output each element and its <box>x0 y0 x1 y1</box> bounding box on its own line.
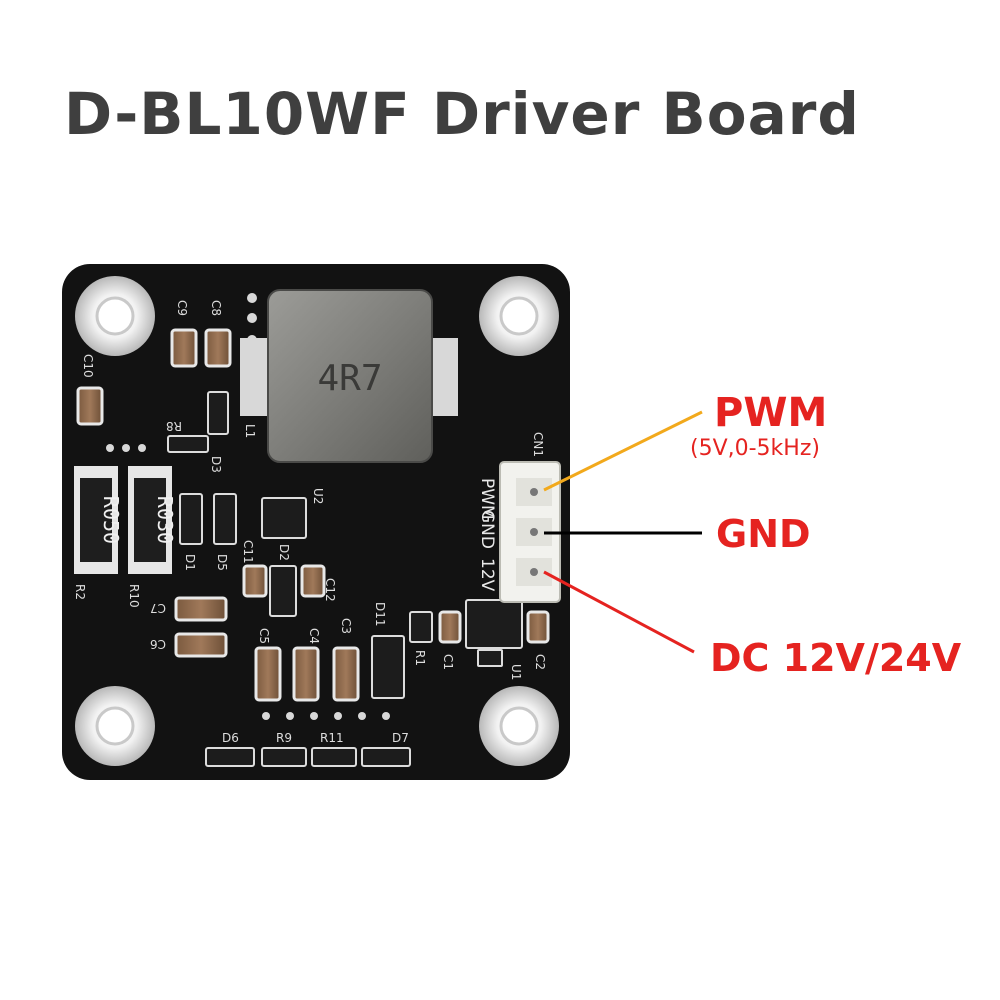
silkscreen-label: C5 <box>257 628 271 644</box>
mounting-holes <box>75 276 559 766</box>
silkscreen-label: D7 <box>392 731 409 745</box>
silkscreen-label: C10 <box>81 354 95 378</box>
silkscreen-label: C12 <box>323 578 337 602</box>
connector-cn1: PWM GND 12V <box>477 461 561 603</box>
r2-marking: R050 <box>99 496 123 544</box>
silkscreen-label: R2 <box>73 584 87 600</box>
silkscreen-label: C8 <box>209 300 223 316</box>
inductor-marking: 4R7 <box>317 358 382 399</box>
silkscreen-label: D1 <box>183 554 197 571</box>
silkscreen-label: U1 <box>509 664 523 680</box>
silkscreen-label: R8 <box>166 419 182 433</box>
silkscreen-label: D2 <box>277 544 291 561</box>
silkscreen-label: R1 <box>413 650 427 666</box>
silkscreen-label: C3 <box>339 618 353 634</box>
silkscreen-label: D5 <box>215 554 229 571</box>
dc-input-label: DC 12V/24V <box>710 636 962 680</box>
inductor-l1: 4R7 <box>240 289 458 463</box>
small-components <box>167 391 523 767</box>
silkscreen-label: L1 <box>243 424 257 438</box>
pwm-range-label: (5V,0-5kHz) <box>690 436 820 461</box>
pin-label-gnd: GND <box>477 510 497 549</box>
silkscreen-label: C1 <box>441 654 455 670</box>
pwm-label: PWM <box>714 390 828 436</box>
pin-label-12v: 12V <box>477 558 497 592</box>
silkscreen-label: D3 <box>209 456 223 473</box>
silkscreen-label: CN1 <box>531 432 545 457</box>
silkscreen-label: D11 <box>373 602 387 627</box>
silkscreen-label: C9 <box>175 300 189 316</box>
silkscreen-label: C6 <box>150 637 166 651</box>
gnd-label: GND <box>716 512 811 556</box>
silkscreen-label: R9 <box>276 731 292 745</box>
page-title: D-BL10WF Driver Board <box>64 80 860 148</box>
r10-marking: R030 <box>153 496 177 544</box>
dc-callout-line <box>543 570 695 654</box>
sense-resistors: R050 R030 <box>74 466 177 574</box>
silkscreen-label: C4 <box>307 628 321 644</box>
silkscreen-label: C2 <box>533 654 547 670</box>
silkscreen-label: R11 <box>320 731 344 745</box>
silkscreen-label: R10 <box>127 584 141 608</box>
pwm-callout-line <box>543 410 703 492</box>
silkscreen-labels: C9 C8 C10 R8 L1 D3 CN1 U2 R2 R10 D1 D5 C… <box>73 300 547 745</box>
silkscreen-label: C7 <box>150 601 166 615</box>
silkscreen-label: C11 <box>241 540 255 564</box>
pin-label-pwm: PWM <box>477 478 497 520</box>
vias <box>106 293 390 720</box>
silkscreen-label: U2 <box>311 488 325 504</box>
silkscreen-label: D6 <box>222 731 239 745</box>
capacitors <box>76 328 550 702</box>
